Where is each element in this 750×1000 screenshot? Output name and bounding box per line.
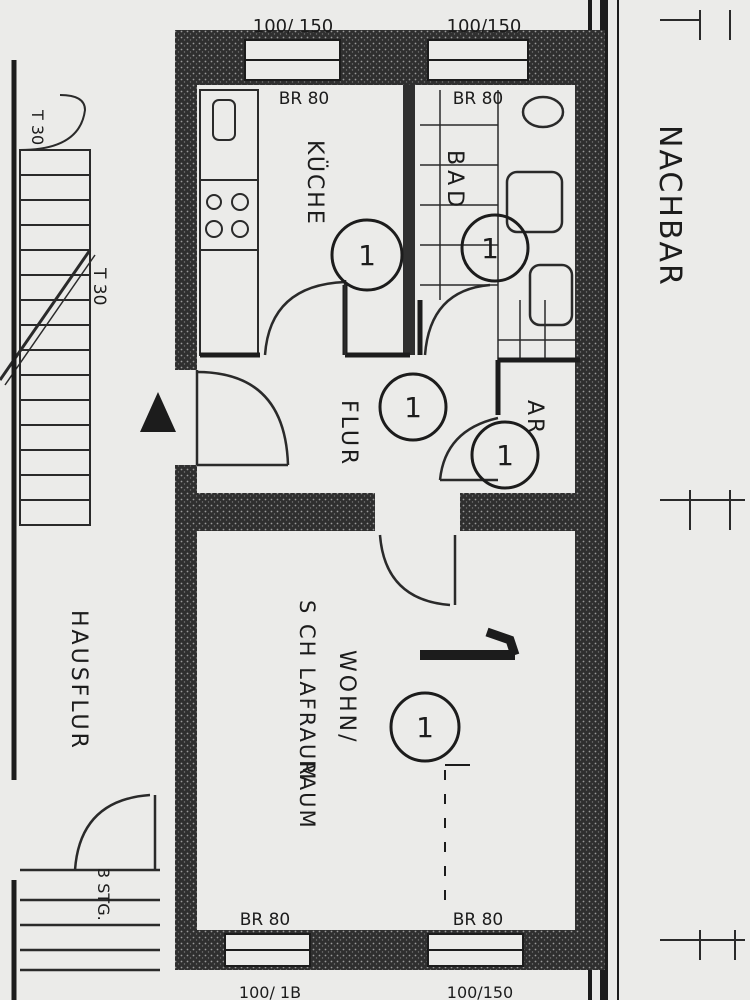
room-marker-ar: 1 [470,420,540,490]
sill-label-kueche: BR 80 [279,89,330,109]
room-label-bad: BAD [442,150,467,212]
kueche-marker-number: 1 [358,239,376,272]
hallway-label: HAUSFLUR [66,610,91,751]
room-label-schlafraum: S CH LAFRAUM [295,600,319,781]
room-label-kueche: KÜCHE [302,140,328,226]
neighbour-window-marks [660,10,745,960]
sill-label-wohn-right: BR 80 [453,910,504,930]
door-swings [195,280,499,607]
room-marker-kueche: 1 [330,218,404,292]
hausflur-door [20,793,160,972]
window-size-top-right: 100/150 [447,16,522,37]
room-label-wohn: WOHN/ [334,650,359,744]
room-marker-wohn: 1 [389,691,461,763]
apartment-number-mark [420,627,520,900]
window-size-bottom-left: 100/ 1B [239,983,301,1000]
sill-label-bad: BR 80 [453,89,504,109]
bad-marker-number: 1 [481,232,499,265]
wohn-marker-number: 1 [416,711,434,744]
room-label-ar: AR [522,400,547,436]
entry-arrow-icon [140,392,176,432]
t30-upper-label: T 30 [89,267,109,305]
bath-fixtures [505,95,574,327]
bathroom-tiles [420,90,580,360]
room-marker-flur: 1 [378,372,448,442]
window-size-bottom-right: 100/150 [447,983,513,1000]
room-marker-bad: 1 [460,213,530,283]
sill-label-wohn-left: BR 80 [240,910,291,930]
t30-stair-label: T 30 [28,109,47,145]
windows [224,39,529,967]
room-label-raum: RAUM [295,760,319,830]
room-label-flur: FLUR [336,400,361,467]
flur-marker-number: 1 [404,391,422,424]
window-size-top-left: 100/ 150 [253,16,334,37]
neighbour-label: NACHBAR [652,125,687,287]
staircase [0,94,96,526]
stg-label: 3 STG. [94,868,113,921]
kitchen-counter [199,89,259,356]
ar-marker-number: 1 [496,439,514,472]
